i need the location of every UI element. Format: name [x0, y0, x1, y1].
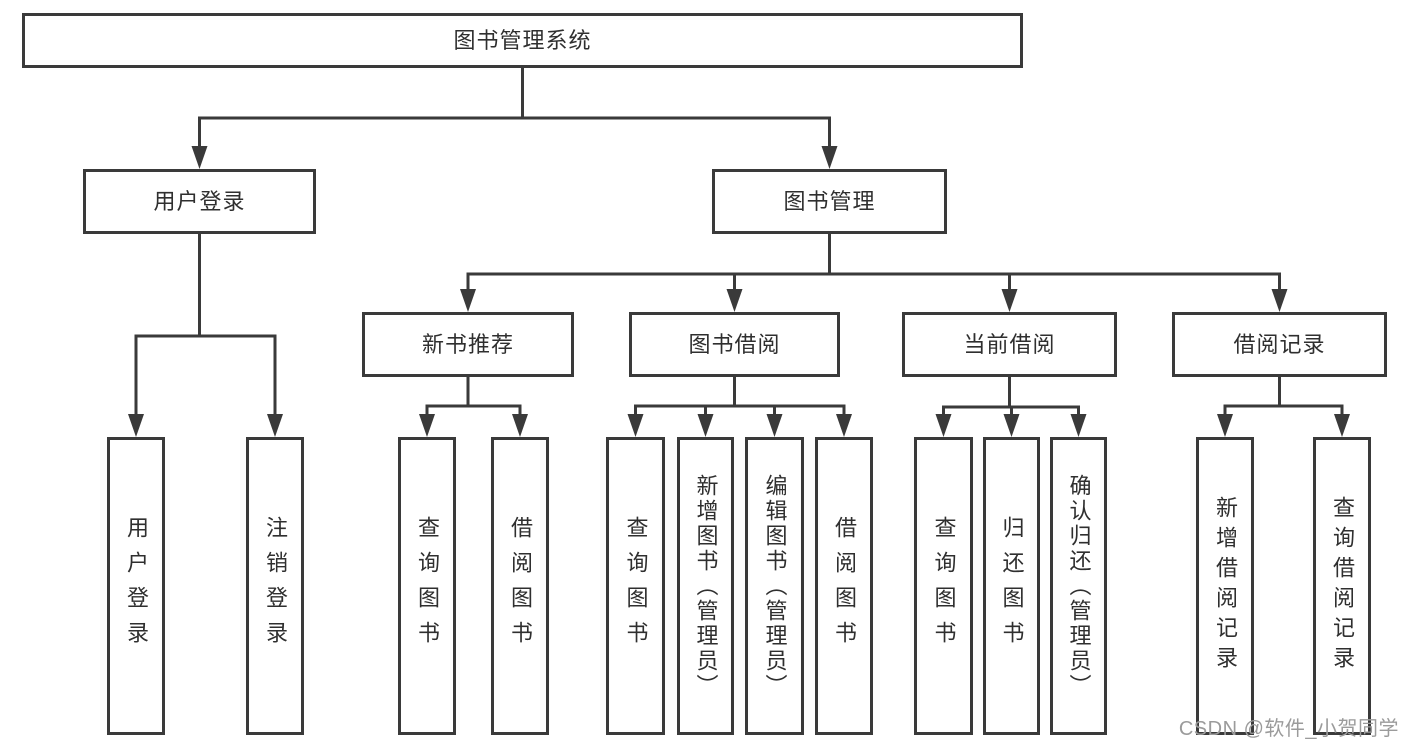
node-leaf-user-login: 用户登录	[107, 437, 165, 735]
node-book-management: 图书管理	[712, 169, 947, 234]
node-book-borrow-label: 图书借阅	[688, 331, 781, 357]
node-book-borrow: 图书借阅	[629, 312, 840, 377]
node-leaf-user-login-label: 用户登录	[124, 516, 149, 656]
connector-bookmgmt-to-level3	[466, 234, 1281, 293]
node-leaf-cb-confirm-return-admin-label: 确认归还（管理员）	[1066, 473, 1092, 699]
node-current-borrow: 当前借阅	[902, 312, 1117, 377]
node-borrow-records-label: 借阅记录	[1233, 331, 1326, 357]
node-leaf-br-query-record: 查询借阅记录	[1313, 437, 1371, 735]
node-leaf-bb-edit-books-admin: 编辑图书（管理员）	[745, 437, 804, 735]
node-new-book-recommend: 新书推荐	[362, 312, 574, 377]
node-leaf-cb-query-books-label: 查询图书	[931, 516, 957, 656]
connector-newbookrec-to-leaves	[425, 377, 522, 418]
node-book-management-label: 图书管理	[783, 188, 876, 214]
node-borrow-records: 借阅记录	[1172, 312, 1387, 377]
node-leaf-br-query-record-label: 查询借阅记录	[1330, 496, 1355, 676]
node-leaf-nbr-borrow-books-label: 借阅图书	[508, 516, 533, 656]
node-root: 图书管理系统	[22, 13, 1023, 68]
node-leaf-bb-query-books: 查询图书	[606, 437, 665, 735]
connector-currentborrow-to-leaves	[942, 377, 1080, 418]
arrowheads	[128, 146, 1350, 437]
node-current-borrow-label: 当前借阅	[963, 331, 1056, 357]
node-leaf-cb-return-books-label: 归还图书	[999, 516, 1025, 656]
node-leaf-bb-edit-books-admin-label: 编辑图书（管理员）	[762, 473, 788, 699]
node-user-login: 用户登录	[83, 169, 316, 234]
node-leaf-logout-label: 注销登录	[263, 516, 288, 656]
csdn-watermark: CSDN @软件_小贺同学	[1178, 718, 1399, 740]
node-leaf-cb-confirm-return-admin: 确认归还（管理员）	[1050, 437, 1107, 735]
connector-borrowrecords-to-leaves	[1223, 377, 1344, 418]
node-leaf-nbr-query-books: 查询图书	[398, 437, 456, 735]
node-leaf-logout: 注销登录	[246, 437, 304, 735]
node-leaf-nbr-query-books-label: 查询图书	[415, 516, 440, 656]
node-leaf-bb-borrow-books-label: 借阅图书	[832, 516, 857, 656]
node-leaf-bb-add-books-admin: 新增图书（管理员）	[677, 437, 734, 735]
node-leaf-br-add-record: 新增借阅记录	[1196, 437, 1254, 735]
connector-root-to-level2	[198, 68, 831, 150]
node-leaf-cb-return-books: 归还图书	[983, 437, 1040, 735]
node-leaf-bb-borrow-books: 借阅图书	[815, 437, 873, 735]
node-leaf-cb-query-books: 查询图书	[914, 437, 973, 735]
connector-userlogin-to-leaves	[134, 234, 277, 418]
connector-bookborrow-to-leaves	[634, 377, 846, 418]
node-user-login-label: 用户登录	[153, 188, 246, 214]
node-leaf-nbr-borrow-books: 借阅图书	[491, 437, 549, 735]
node-leaf-br-add-record-label: 新增借阅记录	[1213, 496, 1238, 676]
node-leaf-bb-query-books-label: 查询图书	[623, 516, 649, 656]
node-leaf-bb-add-books-admin-label: 新增图书（管理员）	[693, 473, 719, 699]
node-root-label: 图书管理系统	[453, 27, 592, 53]
node-new-book-recommend-label: 新书推荐	[421, 331, 514, 357]
